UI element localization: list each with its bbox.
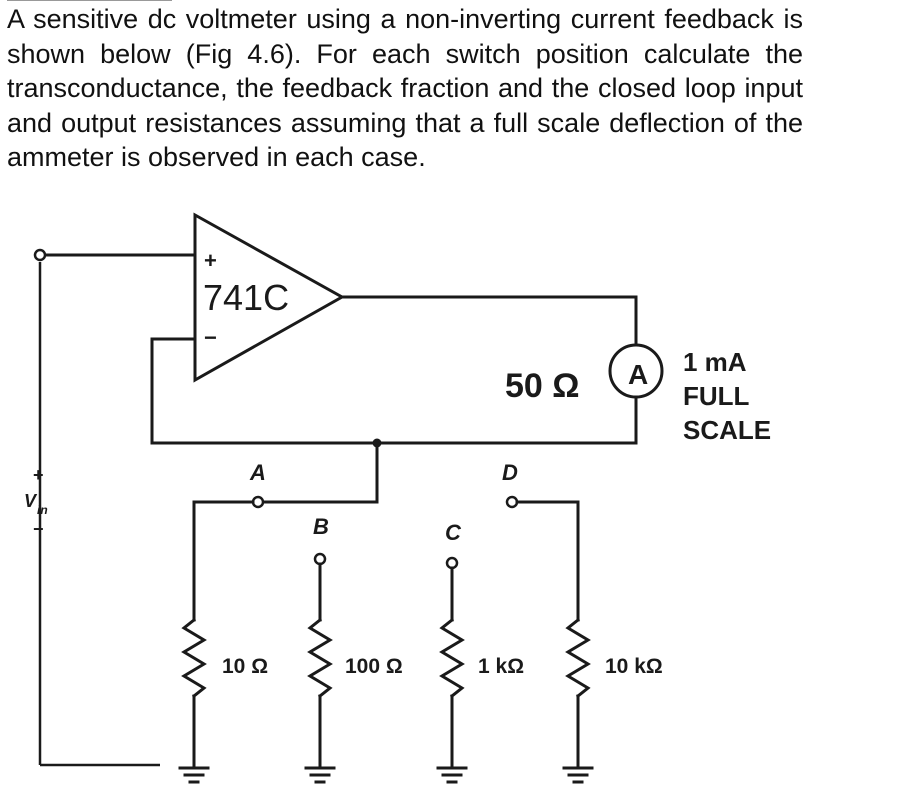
- resistor-branch-100: [307, 562, 333, 762]
- meter-rating-line2: FULL: [683, 381, 750, 411]
- top-rule: [7, 0, 172, 1]
- input-terminal-top: [33, 248, 47, 262]
- ammeter-symbol: A: [628, 359, 648, 390]
- resistor-branch-1k: [439, 566, 465, 762]
- switch-label-a: A: [249, 460, 266, 485]
- resistor-label-100: 100 Ω: [345, 655, 403, 678]
- wire-switch-common: [283, 441, 379, 504]
- wire-opamp-output: [340, 295, 638, 347]
- ground-symbol-3: [436, 758, 468, 784]
- opamp-label: 741C: [203, 277, 289, 318]
- resistor-label-10: 10 Ω: [222, 655, 268, 678]
- resistor-branch-10k: [515, 500, 591, 762]
- resistor-10-zigzag: [181, 617, 207, 699]
- wire-feedback-loop: [150, 337, 638, 445]
- switch-label-d: D: [502, 460, 518, 485]
- resistor-label-1k: 1 kΩ: [478, 655, 524, 678]
- ammeter-circle: [608, 343, 664, 399]
- ground-symbol-2: [304, 758, 336, 784]
- meter-resistance-label: 50 Ω: [505, 367, 580, 405]
- input-voltage-label: V: [24, 491, 38, 511]
- resistor-label-10k: 10 kΩ: [605, 655, 663, 678]
- ground-symbol-1: [178, 758, 210, 784]
- resistor-branch-10: [181, 500, 255, 762]
- junction-dot: [372, 438, 382, 448]
- opamp-triangle: [193, 212, 346, 383]
- opamp-plus-sign: +: [204, 248, 217, 273]
- input-plus-sign: +: [33, 465, 44, 485]
- resistor-10k-zigzag: [565, 617, 591, 699]
- input-minus-sign: −: [33, 519, 44, 539]
- switch-label-b: B: [313, 514, 329, 539]
- meter-rating-line3: SCALE: [683, 415, 771, 445]
- input-voltage-subscript: in: [37, 503, 48, 517]
- resistor-100-zigzag: [307, 617, 333, 699]
- resistor-1k-zigzag: [439, 617, 465, 699]
- question-text: A sensitive dc voltmeter using a non-inv…: [7, 4, 803, 172]
- opamp-minus-sign: −: [204, 325, 217, 350]
- switch-label-c: C: [445, 520, 462, 545]
- meter-rating-line1: 1 mA: [683, 347, 747, 377]
- ground-symbol-4: [562, 758, 594, 784]
